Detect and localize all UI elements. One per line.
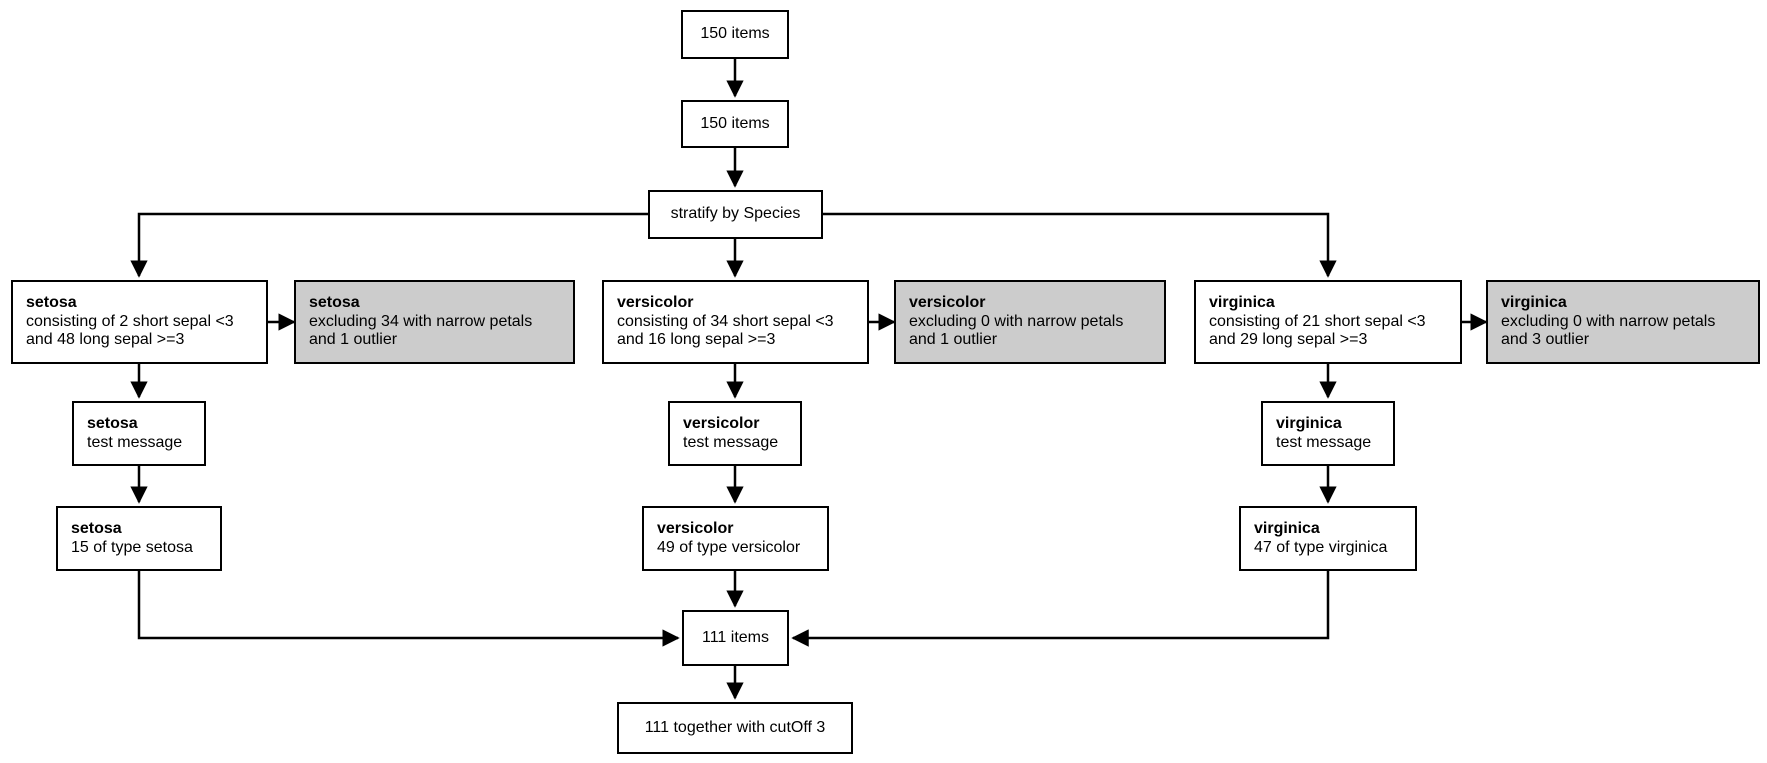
versicolor-test-line1: test message xyxy=(683,433,779,451)
source-items-box: 150 items xyxy=(681,10,789,59)
virginica-excluded-title: virginica xyxy=(1501,294,1567,312)
source-items-label: 150 items xyxy=(700,25,770,43)
virginica-type-box: virginica 47 of type virginica xyxy=(1239,506,1417,571)
setosa-test-line1: test message xyxy=(87,433,183,451)
arrow-stratify-to-virginica xyxy=(823,212,1337,278)
setosa-test-box: setosa test message xyxy=(72,401,206,466)
setosa-type-box: setosa 15 of type setosa xyxy=(56,506,222,571)
versicolor-type-box: versicolor 49 of type versicolor xyxy=(642,506,829,571)
stratify-box: stratify by Species xyxy=(648,190,823,239)
virginica-type-title: virginica xyxy=(1254,520,1320,537)
virginica-main-line2: and 29 long sepal >=3 xyxy=(1209,331,1368,349)
virginica-test-title: virginica xyxy=(1276,415,1342,432)
setosa-main-box: setosa consisting of 2 short sepal <3 an… xyxy=(11,280,268,364)
arrow-setosa-type-to-merge xyxy=(137,571,680,647)
virginica-excluded-line1: excluding 0 with narrow petals xyxy=(1501,312,1716,330)
merge-items-label: 111 items xyxy=(702,628,769,646)
virginica-main-line1: consisting of 21 short sepal <3 xyxy=(1209,312,1426,330)
versicolor-type-line1: 49 of type versicolor xyxy=(657,538,801,556)
final-cutoff-label: 111 together with cutOff 3 xyxy=(644,718,826,736)
arrow-stratify-to-setosa xyxy=(130,212,648,278)
versicolor-test-box: versicolor test message xyxy=(668,401,802,466)
setosa-type-line1: 15 of type setosa xyxy=(71,538,193,556)
versicolor-excluded-box: versicolor excluding 0 with narrow petal… xyxy=(894,280,1166,364)
versicolor-main-line1: consisting of 34 short sepal <3 xyxy=(617,312,834,330)
virginica-excluded-box: virginica excluding 0 with narrow petals… xyxy=(1486,280,1760,364)
virginica-main-title: virginica xyxy=(1209,294,1275,312)
virginica-excluded-line2: and 3 outlier xyxy=(1501,331,1590,349)
setosa-excluded-line2: and 1 outlier xyxy=(309,331,398,349)
merge-items-box: 111 items xyxy=(682,610,789,666)
setosa-test-title: setosa xyxy=(87,415,138,432)
setosa-main-line1: consisting of 2 short sepal <3 xyxy=(26,312,234,330)
virginica-test-box: virginica test message xyxy=(1261,401,1395,466)
virginica-test-line1: test message xyxy=(1276,433,1372,451)
versicolor-test-title: versicolor xyxy=(683,415,760,432)
versicolor-type-title: versicolor xyxy=(657,520,734,537)
data-items-label: 150 items xyxy=(700,114,770,132)
arrow-virginica-type-to-merge xyxy=(791,571,1330,647)
versicolor-main-line2: and 16 long sepal >=3 xyxy=(617,331,776,349)
versicolor-excluded-line2: and 1 outlier xyxy=(909,331,998,349)
data-items-box: 150 items xyxy=(681,100,789,148)
setosa-main-title: setosa xyxy=(26,294,77,312)
virginica-type-line1: 47 of type virginica xyxy=(1254,538,1388,556)
setosa-excluded-line1: excluding 34 with narrow petals xyxy=(309,312,533,330)
setosa-main-line2: and 48 long sepal >=3 xyxy=(26,331,185,349)
versicolor-excluded-line1: excluding 0 with narrow petals xyxy=(909,312,1124,330)
stratify-label: stratify by Species xyxy=(670,205,801,223)
versicolor-main-box: versicolor consisting of 34 short sepal … xyxy=(602,280,869,364)
setosa-excluded-box: setosa excluding 34 with narrow petals a… xyxy=(294,280,575,364)
final-cutoff-box: 111 together with cutOff 3 xyxy=(617,702,853,754)
setosa-excluded-title: setosa xyxy=(309,294,360,312)
versicolor-main-title: versicolor xyxy=(617,294,694,312)
versicolor-excluded-title: versicolor xyxy=(909,294,986,312)
virginica-main-box: virginica consisting of 21 short sepal <… xyxy=(1194,280,1462,364)
setosa-type-title: setosa xyxy=(71,520,122,537)
